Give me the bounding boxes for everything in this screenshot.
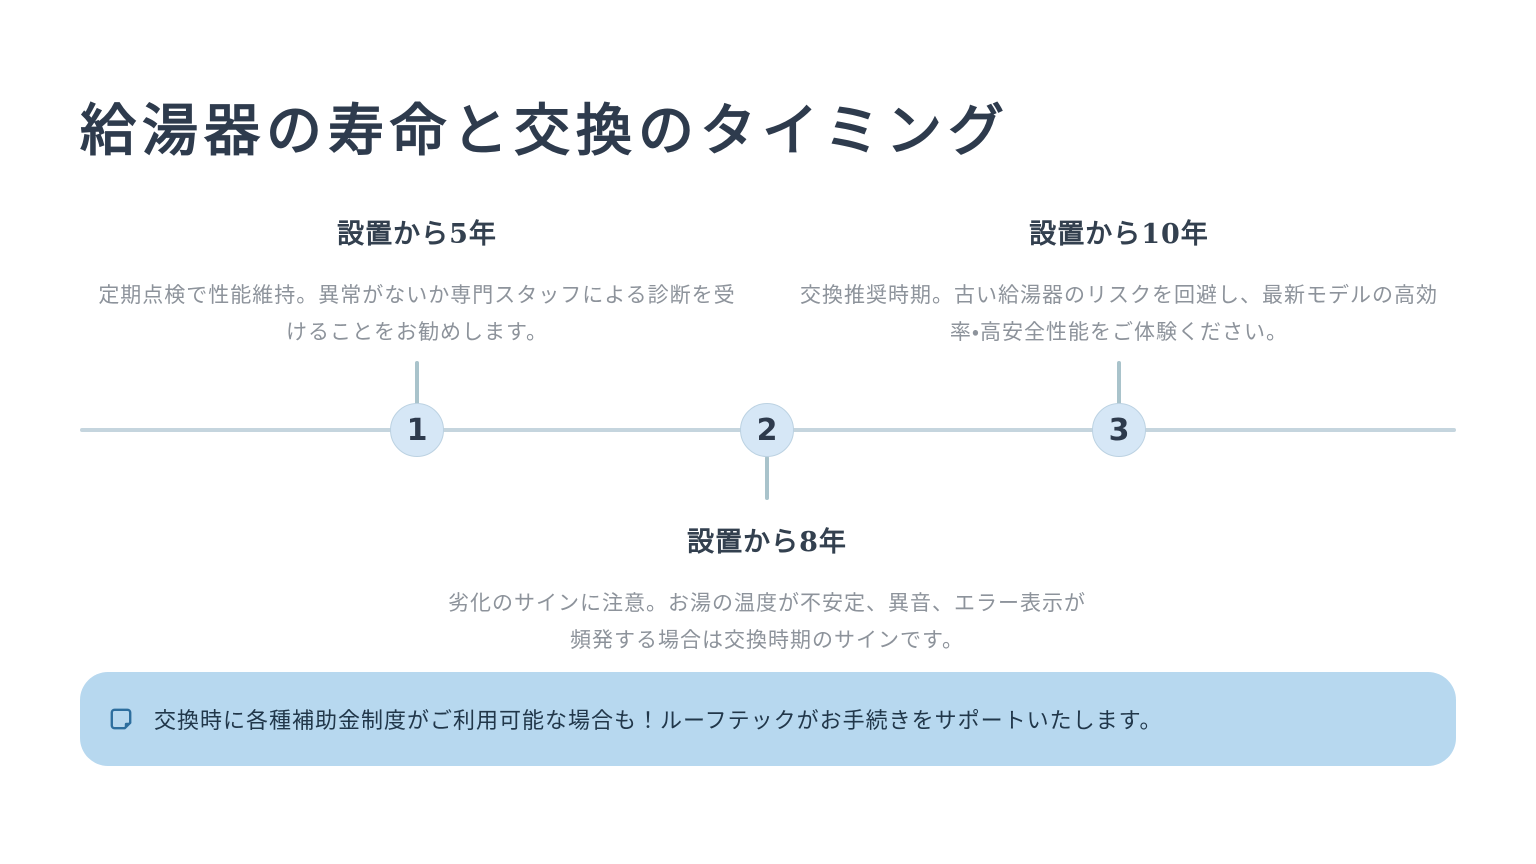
timeline-marker-2-number: 2 [756,412,778,448]
timeline-item-3: 設置から10年 交換推奨時期。古い給湯器のリスクを回避し、最新モデルの高効率・高… [797,212,1441,351]
timeline-item-2-heading: 設置から8年 [687,527,847,558]
connector-line-item2 [765,456,769,500]
connector-line-item3 [1117,361,1121,405]
note-banner-text: 交換時に各種補助金制度がご利用可能な場合も！ルーフテックがお手続きをサポートいた… [154,709,1163,734]
timeline-item-2-body: 劣化のサインに注意。お湯の温度が不安定、異音、エラー表示が頻発する場合は交換時期… [448,591,1086,652]
timeline-item-1-heading: 設置から5年 [337,219,497,250]
note-icon [108,706,134,732]
page-title: 給湯器の寿命と交換のタイミング [80,98,1010,164]
timeline-item-3-heading: 設置から10年 [1029,219,1209,250]
timeline-item-1-body: 定期点検で性能維持。異常がないか専門スタッフによる診断を受けることをお勧めします… [98,283,736,344]
timeline-marker-3-number: 3 [1108,412,1130,448]
connector-line-item1 [415,361,419,405]
timeline-item-3-body: 交換推奨時期。古い給湯器のリスクを回避し、最新モデルの高効率・高安全性能をご体験… [800,283,1438,344]
timeline-marker-3: 3 [1092,403,1146,457]
timeline-item-1: 設置から5年 定期点検で性能維持。異常がないか専門スタッフによる診断を受けること… [95,212,739,351]
timeline-item-2: 設置から8年 劣化のサインに注意。お湯の温度が不安定、異音、エラー表示が頻発する… [445,520,1089,659]
timeline-marker-1-number: 1 [406,412,428,448]
timeline-marker-1: 1 [390,403,444,457]
note-banner: 交換時に各種補助金制度がご利用可能な場合も！ルーフテックがお手続きをサポートいた… [80,672,1456,766]
timeline-marker-2: 2 [740,403,794,457]
